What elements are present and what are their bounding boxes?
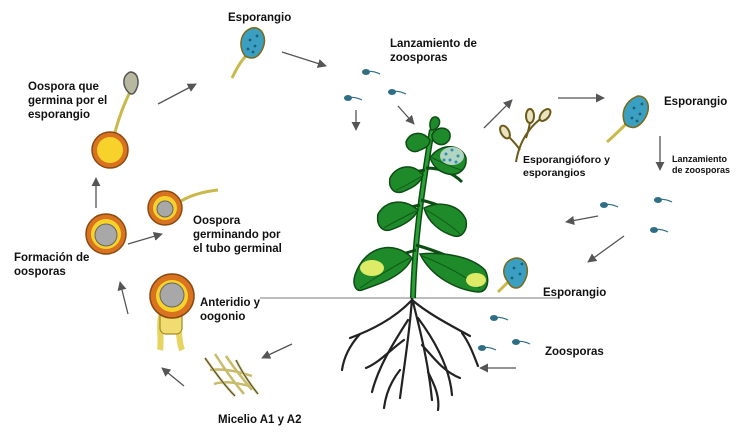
- label-lanzamiento-zoosporas-top: Lanzamiento de zoosporas: [390, 37, 477, 65]
- zoospore-icon: [388, 89, 406, 95]
- leaf-lesion-right: [466, 273, 486, 287]
- zoospore-group-soil: [478, 315, 530, 351]
- sporangium-top-icon: [232, 28, 264, 78]
- label-esporangio-top: Esporangio: [228, 11, 291, 25]
- zoospore-group-top: [344, 69, 406, 101]
- zoospore-icon: [650, 227, 668, 233]
- potato-plant: [342, 117, 488, 410]
- leaf-top-right: [432, 128, 450, 144]
- label-esporangioforo: Esporangióforo y esporangios: [523, 154, 610, 180]
- arrow-oospore-to-sporangium: [158, 84, 196, 104]
- sporangium-leaf-icon: [498, 258, 527, 292]
- label-anteridio-oogonio: Anteridio y oogonio: [200, 296, 260, 324]
- label-zoosporas: Zoosporas: [545, 345, 604, 359]
- antheridium-oogonium-icon: [150, 274, 194, 350]
- label-oospora-germina-esporangio: Oospora que germina por el esporangio: [28, 80, 107, 122]
- label-esporangio-right: Esporangio: [664, 95, 727, 109]
- arrow-antheridium-to-formation: [120, 282, 128, 314]
- label-oospora-tubo-germinal: Oospora germinando por el tubo germinal: [193, 214, 282, 256]
- label-formacion-oosporas: Formación de oosporas: [14, 251, 89, 279]
- arrow-zoospores-down-left: [588, 236, 624, 262]
- zoospore-icon: [478, 345, 496, 351]
- leaf-mid-left: [378, 202, 418, 230]
- zoospore-icon: [344, 95, 362, 101]
- leaf-upper-left: [390, 167, 423, 192]
- arrow-roots-to-mycelium: [262, 344, 292, 358]
- label-lanzamiento-zoosporas-right: Lanzamiento de zoosporas: [672, 154, 730, 176]
- arrow-sporangium-to-release: [282, 52, 326, 66]
- leaf-lesion-left: [360, 260, 384, 276]
- plant-roots: [342, 298, 478, 410]
- label-esporangio-leaf: Esporangio: [543, 286, 606, 300]
- zoospore-icon: [512, 339, 530, 345]
- mycelium-icon: [205, 354, 258, 396]
- arrow-formation-to-germ-tube: [128, 234, 162, 244]
- arrow-zoospore-down-right: [398, 106, 414, 124]
- zoospore-group-right: [600, 197, 672, 233]
- zoospore-icon: [600, 202, 618, 208]
- zoospore-icon: [654, 197, 672, 203]
- arrow-plant-to-sporangiophore: [484, 100, 512, 128]
- arrow-zoospores-left: [566, 216, 598, 222]
- label-micelio: Micelio A1 y A2: [218, 413, 302, 427]
- leaf-mid-right: [424, 204, 466, 236]
- sporangium-right-icon: [607, 96, 648, 142]
- oospore-formation-icon: [86, 214, 126, 254]
- zoospore-icon: [362, 69, 380, 75]
- arrow-mycelium-to-antheridium: [162, 368, 184, 386]
- zoospore-icon: [490, 315, 508, 321]
